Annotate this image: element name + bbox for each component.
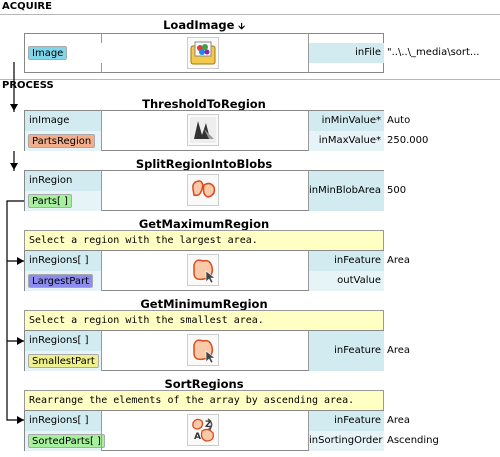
output-smallestpart-pill[interactable]: SmallestPart (28, 354, 99, 368)
split-input-inregion[interactable]: inRegion (25, 171, 102, 191)
threshold-icon (187, 114, 219, 146)
get-max-input-inregions[interactable]: inRegions[ ] (25, 251, 102, 271)
sort-output-cell: SortedParts[ ] (25, 431, 105, 451)
output-partsregion-pill[interactable]: PartsRegion (28, 134, 96, 148)
value-inminblobarea[interactable]: 500 (387, 185, 407, 196)
node-divider (308, 33, 309, 73)
sort-title[interactable]: SortRegions (164, 377, 244, 391)
node-divider (308, 250, 309, 291)
node-divider (101, 110, 102, 151)
get-max-output-cell: LargestPart (25, 271, 102, 291)
load-image-title[interactable]: LoadImage 🡫 (24, 18, 384, 35)
node-divider (101, 330, 102, 371)
node-divider (308, 170, 309, 211)
arrow-head-icon (17, 257, 24, 265)
down-arrow-icon: 🡫 (238, 22, 245, 32)
node-divider (308, 110, 309, 151)
param-inmaxvalue[interactable]: inMaxValue* (309, 131, 384, 151)
node-divider (101, 250, 102, 291)
load-image-output-cell: Image (25, 43, 102, 63)
node-divider (101, 170, 102, 211)
value-inmaxvalue[interactable]: 250.000 (387, 135, 429, 146)
section-process-label: PROCESS (2, 80, 54, 91)
param-infeature[interactable]: inFeature (309, 251, 384, 271)
get-max-comment[interactable]: Select a region with the largest area. (24, 230, 384, 251)
split-title[interactable]: SplitRegionIntoBlobs (135, 157, 273, 171)
param-inminblobarea[interactable]: inMinBlobArea (309, 171, 384, 211)
value-infile[interactable]: "..\..\_media\sort... (387, 47, 480, 58)
arrow-head-icon (17, 337, 24, 345)
wire-parts-bus (6, 200, 24, 421)
value-infeature[interactable]: Area (387, 345, 411, 356)
param-outvalue[interactable]: outValue (309, 271, 384, 291)
output-parts-pill[interactable]: Parts[ ] (28, 194, 72, 208)
split-region-icon (187, 174, 219, 206)
region-cursor-icon (187, 334, 219, 366)
section-divider (0, 14, 500, 15)
param-insortingorder[interactable]: inSortingOrder (309, 431, 384, 451)
value-infeature[interactable]: Area (387, 415, 411, 426)
arrow-head-icon (10, 163, 18, 170)
split-output-cell: Parts[ ] (25, 191, 102, 211)
threshold-output-cell: PartsRegion (25, 131, 102, 151)
arrow-head-icon (10, 104, 18, 111)
load-image-title-text: LoadImage (163, 18, 235, 32)
value-insortingorder[interactable]: Ascending (387, 435, 439, 446)
output-image-pill[interactable]: Image (28, 46, 68, 60)
output-sortedparts-pill[interactable]: SortedParts[ ] (28, 434, 105, 448)
section-divider (0, 79, 500, 80)
get-min-input-inregions[interactable]: inRegions[ ] (25, 331, 102, 351)
node-divider (101, 410, 102, 451)
threshold-input-inimage[interactable]: inImage (25, 111, 102, 131)
param-infeature[interactable]: inFeature (309, 411, 384, 431)
get-min-title[interactable]: GetMinimumRegion (140, 297, 268, 311)
svg-text:A: A (194, 432, 201, 442)
value-inminvalue[interactable]: Auto (387, 115, 411, 126)
get-min-output-cell: SmallestPart (25, 351, 102, 371)
node-divider (308, 330, 309, 371)
sort-regions-icon: A Z (187, 414, 219, 446)
sort-comment[interactable]: Rearrange the elements of the array by a… (24, 390, 384, 411)
param-inminvalue[interactable]: inMinValue* (309, 111, 384, 131)
get-min-comment[interactable]: Select a region with the smallest area. (24, 310, 384, 331)
svg-text:Z: Z (205, 420, 212, 430)
threshold-title[interactable]: ThresholdToRegion (142, 97, 266, 111)
value-infeature[interactable]: Area (387, 255, 411, 266)
get-max-title[interactable]: GetMaximumRegion (138, 217, 270, 231)
node-divider (308, 410, 309, 451)
load-image-icon (187, 37, 219, 69)
param-infeature[interactable]: inFeature (309, 331, 384, 371)
section-acquire-label: ACQUIRE (2, 1, 52, 12)
region-cursor-icon (187, 254, 219, 286)
param-infile[interactable]: inFile (309, 43, 384, 63)
output-largestpart-pill[interactable]: LargestPart (28, 274, 94, 288)
sort-input-inregions[interactable]: inRegions[ ] (25, 411, 102, 431)
arrow-head-icon (17, 416, 24, 424)
